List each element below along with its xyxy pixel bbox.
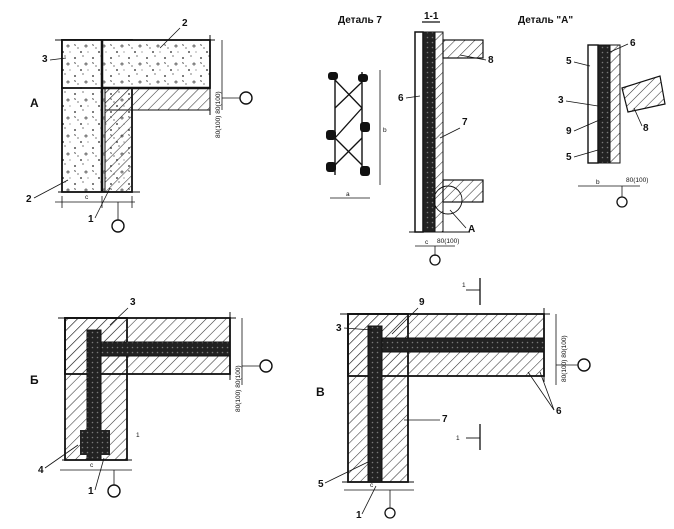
- dim-a-detail7: a: [346, 191, 350, 198]
- callout-2-top: 2: [182, 18, 188, 29]
- dim-b-detail7: b: [383, 127, 387, 134]
- callout-4-b: 4: [38, 465, 44, 476]
- callout-3-b: 3: [130, 297, 136, 308]
- variant-label-v: В: [316, 385, 325, 399]
- callout-5-bottom-detailA: 5: [566, 152, 572, 163]
- dim-80-100-section: 80(100): [437, 238, 459, 245]
- dim-c-section: c: [425, 239, 429, 246]
- callout-A-section: А: [468, 224, 475, 235]
- callout-8-detailA: 8: [643, 123, 649, 134]
- section-1-1: 1-1 8 6 7 А c 80(100): [398, 11, 494, 266]
- callout-5-top-detailA: 5: [566, 56, 572, 67]
- title-section-1-1: 1-1: [424, 11, 439, 22]
- section-mark-b: 1: [136, 432, 140, 439]
- detail-a-zoom: Деталь "А" 6 5 3 9 5 8 b 80(100): [518, 15, 666, 208]
- callout-7-v: 7: [442, 414, 448, 425]
- title-detail-7: Деталь 7: [338, 15, 382, 26]
- callout-6-v: 6: [556, 406, 562, 417]
- callout-6-section: 6: [398, 93, 404, 104]
- callout-2-a: 2: [26, 194, 32, 205]
- callout-1-v: 1: [356, 510, 362, 521]
- variant-label-a: А: [30, 96, 39, 110]
- callout-7-section: 7: [462, 117, 468, 128]
- detail-variant-b: 80(100) 80(100) c Б 3 4 1 1: [30, 297, 273, 498]
- callout-6-detailA: 6: [630, 38, 636, 49]
- section-mark-v-top: 1: [462, 282, 466, 289]
- detail-variant-v: 80(100) 80(100) c В 9 3 7 5 6 1 1 1: [316, 278, 591, 521]
- section-mark-v-bottom: 1: [456, 435, 460, 442]
- detail-7: Деталь 7 b a: [326, 15, 387, 199]
- dim-c-a: c: [85, 194, 89, 201]
- detail-variant-a: c 80(100) 80(100) А 2 3 2 1: [26, 18, 253, 233]
- callout-1-b: 1: [88, 486, 94, 497]
- callout-3-a: 3: [42, 54, 48, 65]
- dim-80-100-v: 80(100) 80(100): [561, 335, 568, 382]
- callout-8-section: 8: [488, 55, 494, 66]
- callout-3-detailA: 3: [558, 95, 564, 106]
- callout-5-v: 5: [318, 479, 324, 490]
- dim-80-100-a: 80(100) 80(100): [215, 91, 222, 138]
- dim-c-v: c: [370, 482, 374, 489]
- dim-c-b: c: [90, 462, 94, 469]
- dim-80-100-detailA: 80(100): [626, 177, 648, 184]
- dim-80-100-b: 80(100) 80(100): [235, 365, 242, 412]
- dim-b-detailA: b: [596, 179, 600, 186]
- callout-1-a: 1: [88, 214, 94, 225]
- callout-9-detailA: 9: [566, 126, 572, 137]
- callout-9-v: 9: [419, 297, 425, 308]
- callout-3-v: 3: [336, 323, 342, 334]
- variant-label-b: Б: [30, 373, 39, 387]
- title-detail-a: Деталь "А": [518, 15, 573, 26]
